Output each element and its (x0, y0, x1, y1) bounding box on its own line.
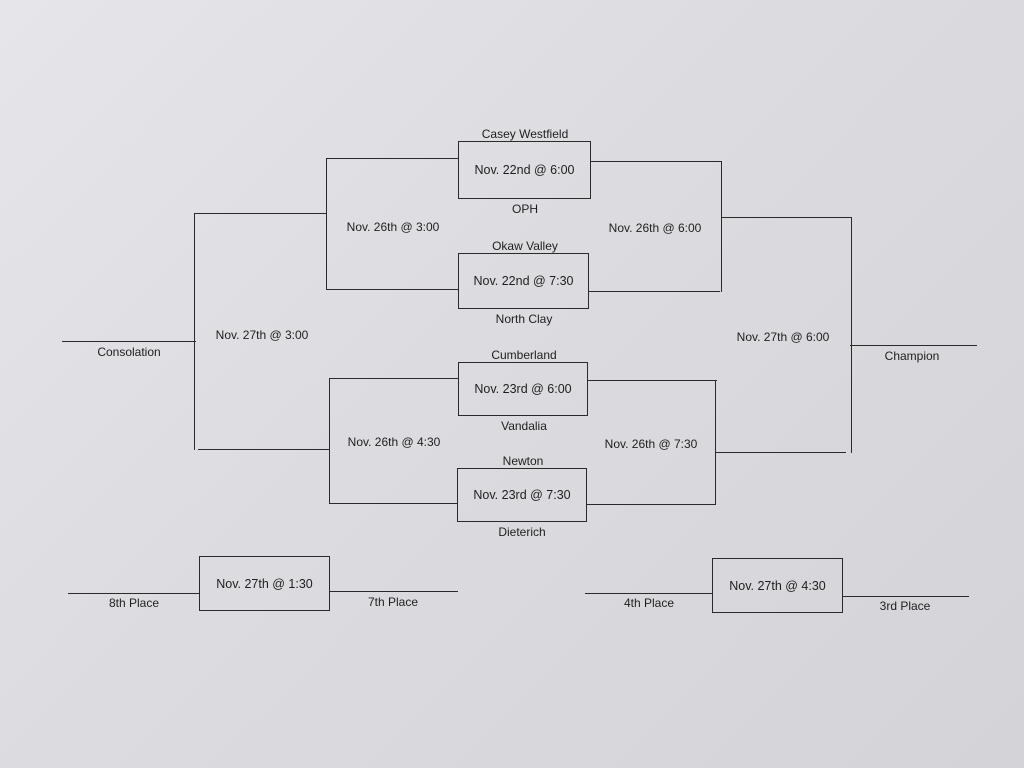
connector-line (330, 503, 457, 504)
seventh-place-line (330, 591, 458, 592)
connector-line (194, 213, 195, 450)
connector-line (326, 158, 327, 290)
game-box-nov22-730: Nov. 22nd @ 7:30 (458, 253, 589, 309)
game-box-nov23-730: Nov. 23rd @ 7:30 (457, 468, 587, 522)
game-box-nov23-600: Nov. 23rd @ 6:00 (458, 362, 588, 416)
connector-line (721, 161, 722, 292)
game-label-nov26-430: Nov. 26th @ 4:30 (347, 435, 441, 449)
game-box-nov27-130: Nov. 27th @ 1:30 (199, 556, 330, 611)
place-seventh: 7th Place (367, 595, 419, 609)
game-label-nov27-600: Nov. 27th @ 6:00 (736, 330, 830, 344)
game-label-nov27-130: Nov. 27th @ 1:30 (216, 576, 313, 591)
game-label-nov26-730: Nov. 26th @ 7:30 (604, 437, 698, 451)
team-north-clay: North Clay (495, 312, 553, 326)
third-place-line (843, 596, 969, 597)
connector-line (587, 504, 715, 505)
game-label-nov22-600: Nov. 22nd @ 6:00 (474, 163, 575, 177)
connector-line (327, 289, 458, 290)
game-label-nov27-430: Nov. 27th @ 4:30 (729, 578, 826, 593)
connector-line (721, 217, 852, 218)
connector-line (326, 158, 458, 159)
place-eighth: 8th Place (108, 596, 160, 610)
consolation-line (62, 341, 196, 342)
place-consolation: Consolation (97, 345, 161, 359)
team-okaw-valley: Okaw Valley (492, 239, 558, 253)
place-third: 3rd Place (879, 599, 931, 613)
game-label-nov22-730: Nov. 22nd @ 7:30 (473, 274, 574, 288)
eighth-place-line (68, 593, 200, 594)
game-label-nov26-300: Nov. 26th @ 3:00 (346, 220, 440, 234)
connector-line (851, 217, 852, 453)
connector-line (588, 380, 717, 381)
fourth-place-line (585, 593, 713, 594)
champion-line (850, 345, 977, 346)
team-vandalia: Vandalia (501, 419, 547, 433)
connector-line (198, 449, 329, 450)
place-champion: Champion (884, 349, 940, 363)
team-dieterich: Dieterich (498, 525, 546, 539)
team-oph: OPH (511, 202, 539, 216)
connector-line (591, 161, 722, 162)
game-label-nov27-300: Nov. 27th @ 3:00 (215, 328, 309, 342)
connector-line (589, 291, 720, 292)
team-casey-westfield: Casey Westfield (481, 127, 569, 141)
game-label-nov23-600: Nov. 23rd @ 6:00 (474, 382, 572, 396)
game-label-nov23-730: Nov. 23rd @ 7:30 (473, 488, 571, 502)
place-fourth: 4th Place (623, 596, 675, 610)
game-box-nov27-430: Nov. 27th @ 4:30 (712, 558, 843, 613)
game-box-nov22-600: Nov. 22nd @ 6:00 (458, 141, 591, 199)
connector-line (329, 378, 458, 379)
game-label-nov26-600: Nov. 26th @ 6:00 (608, 221, 702, 235)
connector-line (194, 213, 326, 214)
connector-line (329, 378, 330, 504)
team-cumberland: Cumberland (491, 348, 557, 362)
connector-line (715, 380, 716, 505)
team-newton: Newton (502, 454, 544, 468)
connector-line (716, 452, 846, 453)
